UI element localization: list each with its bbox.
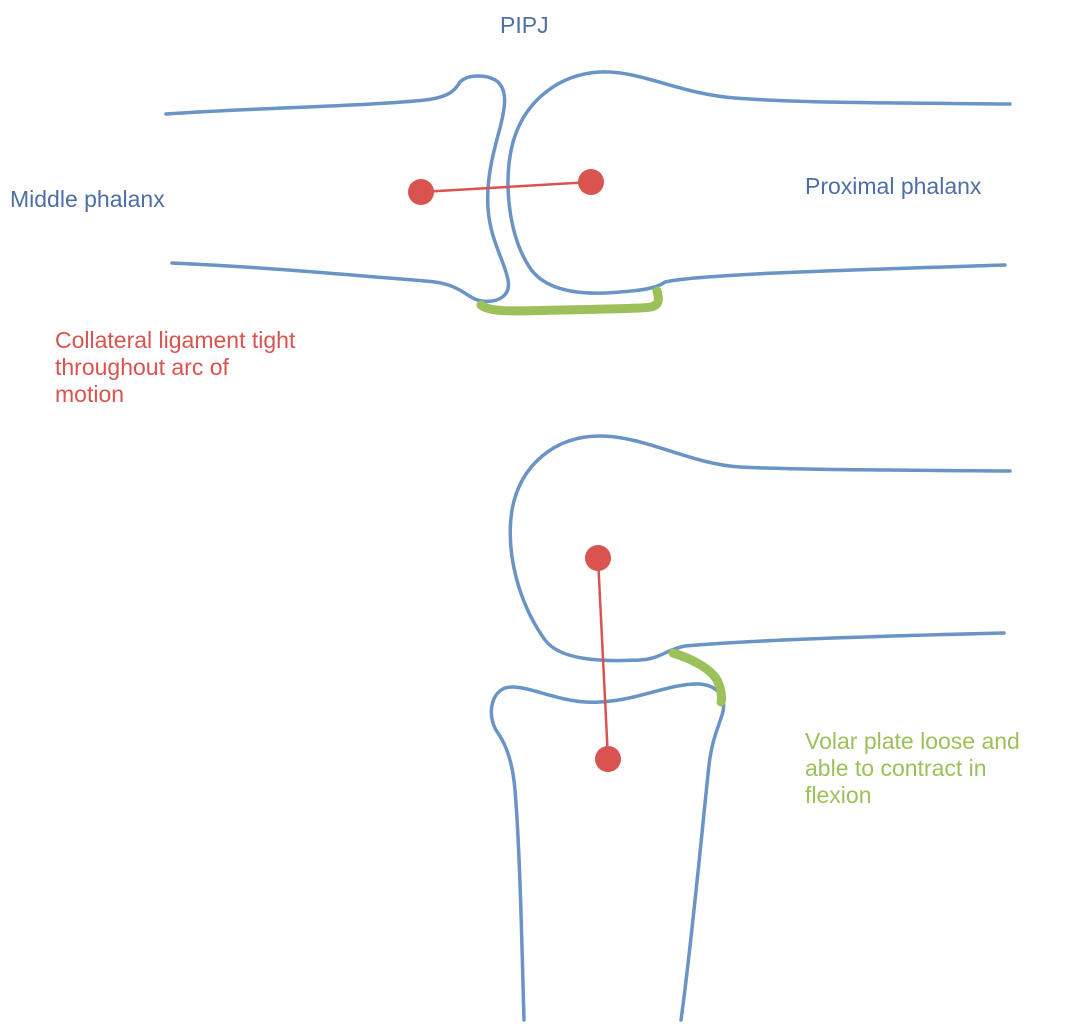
collateral-ligament-flexed-insertion-dot xyxy=(595,746,621,772)
collateral-ligament-line xyxy=(421,182,591,192)
collateral-ligament-flexed-origin-dot xyxy=(585,545,611,571)
proximal-phalanx-label: Proximal phalanx xyxy=(805,173,981,200)
middle-phalanx-label: Middle phalanx xyxy=(10,186,165,213)
collateral-ligament-origin-dot xyxy=(408,179,434,205)
proximal-phalanx-flexed-outline xyxy=(510,436,1010,661)
collateral-ligament-insertion-dot xyxy=(578,169,604,195)
volar-plate-caption: Volar plate loose and able to contract i… xyxy=(805,728,1020,809)
collateral-ligament-caption: Collateral ligament tight throughout arc… xyxy=(55,327,295,408)
volar-plate-flexed xyxy=(673,653,722,702)
pipj-label: PIPJ xyxy=(500,12,549,39)
